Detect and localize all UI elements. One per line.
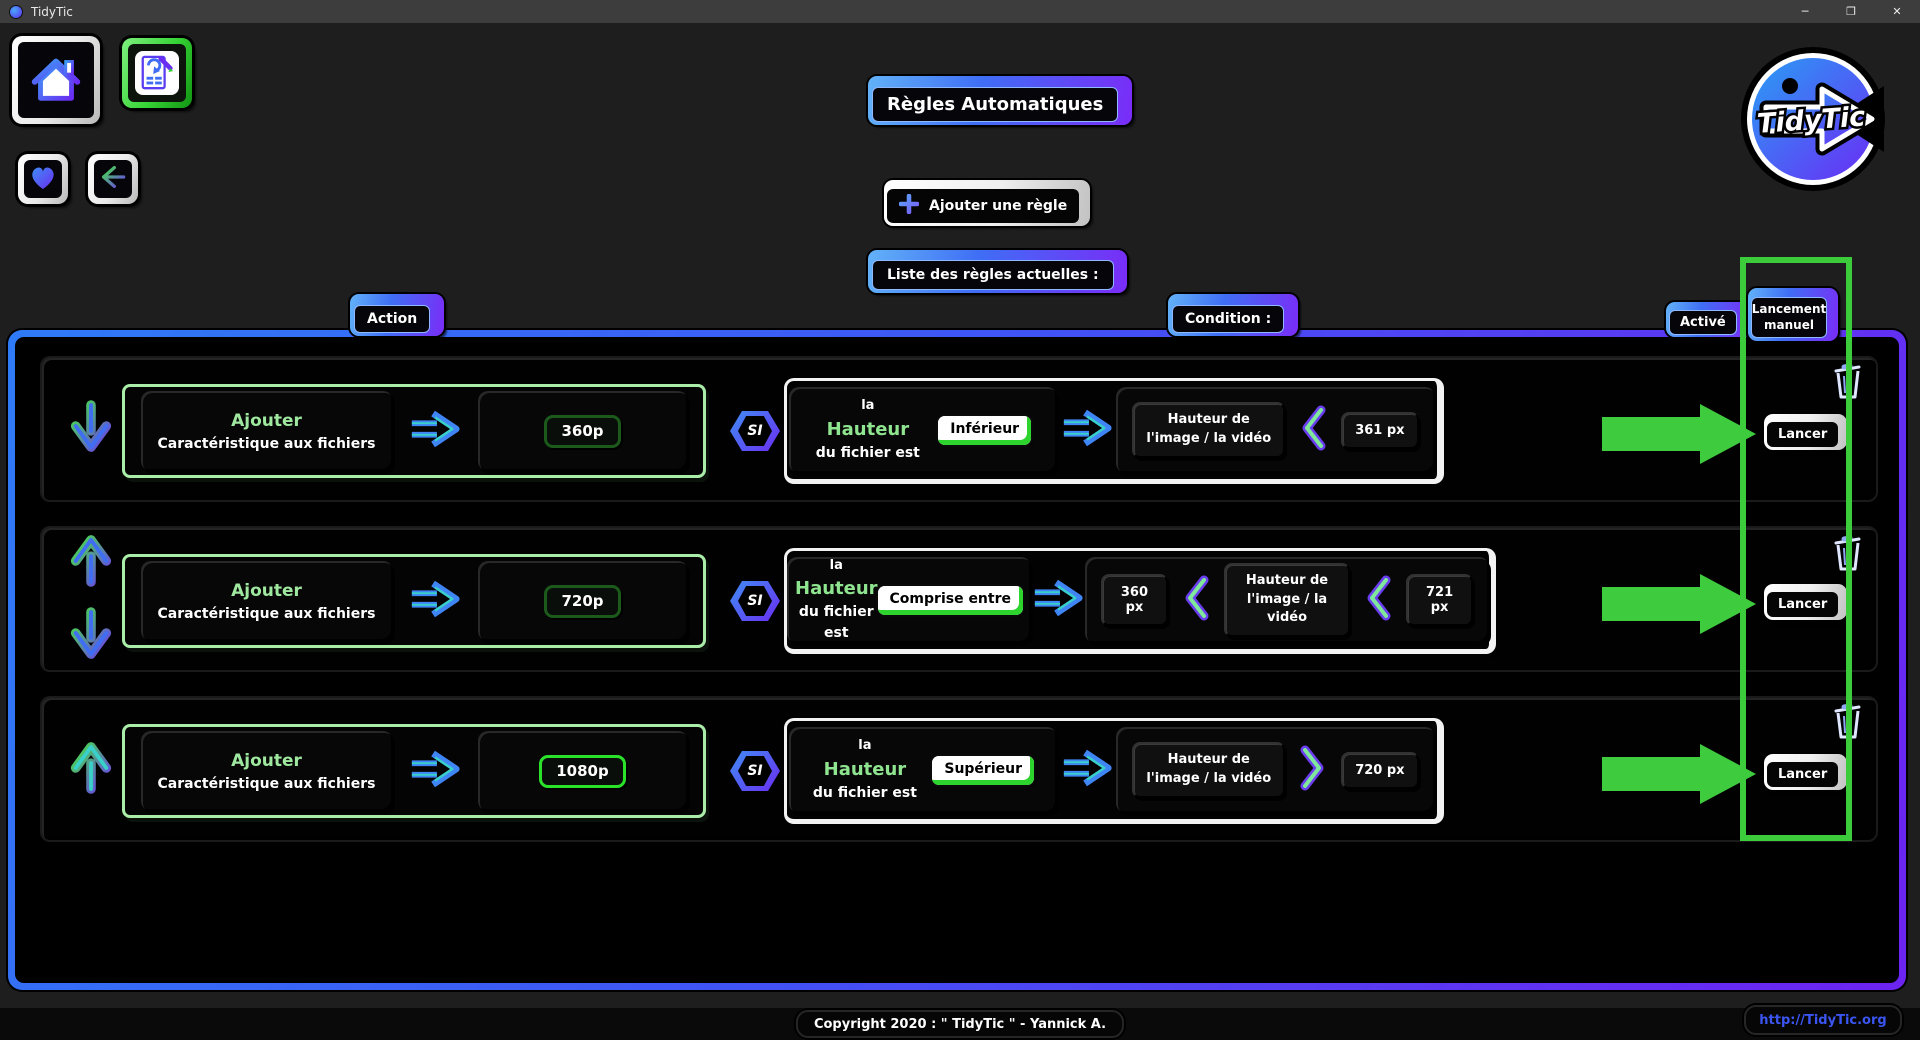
- rules-list-label-box: Liste des règles actuelles :: [868, 250, 1127, 293]
- action-type-button[interactable]: Ajouter Caractéristique aux fichiers: [141, 391, 393, 471]
- implies-arrow-icon: [1060, 408, 1114, 452]
- tidytic-logo: TidyTic: [1738, 44, 1888, 194]
- condition-group: la Hauteur du fichier est Supérieur: [784, 718, 1444, 824]
- highlight-arrow: [1602, 742, 1758, 806]
- action-value-box: 1080p: [478, 731, 688, 811]
- column-header-enabled: Activé: [1666, 302, 1747, 337]
- condition-group: la Hauteur du fichier est Inférieur: [784, 378, 1444, 484]
- page-title-box: Règles Automatiques: [868, 76, 1132, 125]
- action-type-button[interactable]: Ajouter Caractéristique aux fichiers: [141, 731, 393, 811]
- comparison-field-button[interactable]: Hauteur de l'image / la vidéo: [1132, 402, 1285, 458]
- column-header-condition: Condition :: [1168, 294, 1298, 336]
- comparison-box: Hauteur de l'image / la vidéo 361 px: [1116, 387, 1434, 473]
- website-link[interactable]: http://TidyTic.org: [1759, 1013, 1886, 1028]
- column-header-action: Action: [350, 294, 444, 336]
- move-up-button[interactable]: [69, 740, 113, 798]
- si-badge: SI: [730, 411, 780, 451]
- operator-button[interactable]: Supérieur: [932, 756, 1034, 785]
- less-than-icon: [1364, 575, 1392, 625]
- implies-arrow-icon: [408, 579, 462, 623]
- highlight-arrow: [1602, 402, 1758, 466]
- comparison-max-button[interactable]: 721 px: [1406, 574, 1473, 626]
- action-group: Ajouter Caractéristique aux fichiers 720…: [122, 554, 706, 648]
- close-button[interactable]: ✕: [1874, 0, 1920, 23]
- implies-arrow-icon: [408, 409, 462, 453]
- restore-button[interactable]: ❐: [1828, 0, 1874, 23]
- condition-subject: la Hauteur du fichier est: [816, 396, 920, 464]
- action-group: Ajouter Caractéristique aux fichiers 360…: [122, 384, 706, 478]
- edit-rules-icon: [135, 51, 179, 95]
- comparison-field-button[interactable]: Hauteur de l'image / la vidéo: [1224, 563, 1350, 638]
- home-button[interactable]: [12, 36, 100, 124]
- heart-icon: [27, 162, 59, 196]
- action-value[interactable]: 1080p: [539, 755, 626, 788]
- rules-list-label: Liste des règles actuelles :: [872, 260, 1114, 290]
- back-button[interactable]: [88, 154, 138, 204]
- app-icon: [9, 5, 23, 19]
- operator-button[interactable]: Comprise entre: [878, 586, 1023, 615]
- page-title: Règles Automatiques: [872, 87, 1118, 122]
- less-than-icon: [1182, 575, 1210, 625]
- edit-rules-button[interactable]: [122, 38, 192, 108]
- highlight-arrow: [1602, 572, 1758, 636]
- si-badge: SI: [730, 581, 780, 621]
- plus-icon: [899, 194, 919, 218]
- implies-arrow-icon: [1060, 748, 1114, 792]
- copyright-text: Copyright 2020 : " TidyTic " - Yannick A…: [814, 1017, 1106, 1032]
- comparison-box: Hauteur de l'image / la vidéo 720 px: [1116, 727, 1434, 813]
- add-rule-label: Ajouter une règle: [929, 198, 1067, 214]
- condition-subject: la Hauteur du fichier est: [813, 736, 917, 804]
- action-type-button[interactable]: Ajouter Caractéristique aux fichiers: [141, 561, 393, 641]
- comparison-min-button[interactable]: 360 px: [1101, 574, 1168, 626]
- website-link-box[interactable]: http://TidyTic.org: [1744, 1005, 1902, 1035]
- window-title: TidyTic: [31, 5, 73, 19]
- copyright-box: Copyright 2020 : " TidyTic " - Yannick A…: [796, 1010, 1124, 1038]
- less-than-icon: [1299, 405, 1327, 455]
- action-group: Ajouter Caractéristique aux fichiers 108…: [122, 724, 706, 818]
- favorite-button[interactable]: [18, 154, 68, 204]
- add-rule-button[interactable]: Ajouter une règle: [884, 180, 1090, 226]
- action-value-box: 360p: [478, 391, 688, 471]
- action-value[interactable]: 360p: [544, 415, 620, 448]
- comparison-value-button[interactable]: 720 px: [1341, 752, 1418, 789]
- back-arrow-icon: [97, 162, 129, 196]
- comparison-field-button[interactable]: Hauteur de l'image / la vidéo: [1132, 742, 1285, 798]
- action-value-box: 720p: [478, 561, 688, 641]
- si-badge: SI: [730, 751, 780, 791]
- condition-group: la Hauteur du fichier est Comprise entre: [784, 548, 1496, 654]
- comparison-box: 360 px Hauteur de l'image / la vidéo: [1085, 557, 1489, 643]
- operator-button[interactable]: Inférieur: [938, 416, 1031, 445]
- minimize-button[interactable]: ─: [1782, 0, 1828, 23]
- title-bar: TidyTic ─ ❐ ✕: [0, 0, 1920, 23]
- implies-arrow-icon: [1031, 578, 1085, 622]
- comparison-value-button[interactable]: 361 px: [1341, 412, 1418, 449]
- implies-arrow-icon: [408, 749, 462, 793]
- greater-than-icon: [1299, 745, 1327, 795]
- move-down-button[interactable]: [69, 400, 113, 458]
- home-icon: [25, 47, 87, 113]
- action-value[interactable]: 720p: [544, 585, 620, 618]
- condition-subject: la Hauteur du fichier est: [795, 556, 878, 645]
- move-up-button[interactable]: [69, 533, 113, 591]
- move-down-button[interactable]: [69, 607, 113, 665]
